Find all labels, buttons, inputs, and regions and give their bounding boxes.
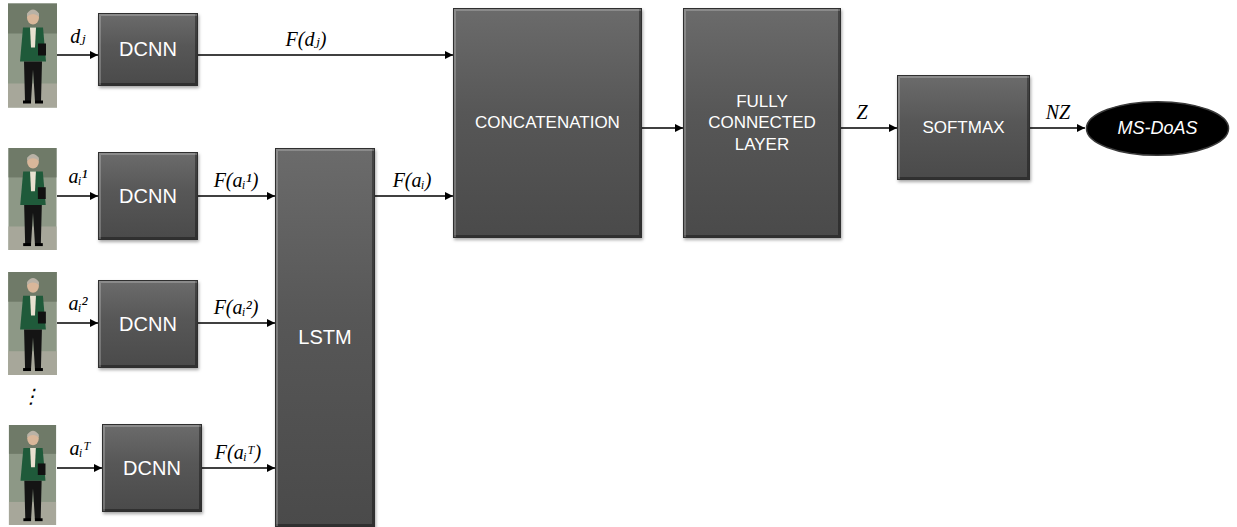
- arrow-connector: [375, 195, 453, 197]
- node-text: DCNN: [113, 37, 183, 62]
- node-text: CONCATENATION: [469, 112, 626, 133]
- arrow-connector: [202, 467, 275, 469]
- ellipse-shape: [1086, 102, 1228, 156]
- node-text: LSTM: [292, 325, 357, 350]
- arrow-connector: [1030, 127, 1085, 129]
- input-arrow: [57, 322, 98, 324]
- arrow-connector: [198, 54, 453, 56]
- input-arrow: [57, 195, 98, 197]
- lstm-box: LSTM: [275, 148, 375, 527]
- dcnn-box: DCNN: [102, 424, 202, 512]
- node-text: SOFTMAX: [916, 117, 1010, 138]
- dcnn-box: DCNN: [98, 13, 198, 86]
- edge-label: NZ: [1044, 101, 1072, 123]
- fully-connected-box: FULLY CONNECTED LAYER: [683, 8, 841, 238]
- node-text: DCNN: [113, 184, 183, 209]
- input-arrow: [57, 54, 98, 56]
- arrow-connector: [198, 322, 275, 324]
- node-text: FULLY CONNECTED LAYER: [684, 91, 840, 155]
- output-ellipse: MS-DoAS: [1085, 100, 1230, 157]
- input-label: aᵢ¹: [66, 165, 89, 187]
- edge-label: F(aᵢ): [391, 169, 434, 191]
- node-text: MS-DoAS: [1111, 117, 1203, 140]
- person-image: [9, 425, 56, 525]
- ellipsis-mark: ⋮: [19, 385, 43, 407]
- edge-label: F(aᵢᵀ): [213, 441, 263, 463]
- arrow-connector: [841, 127, 897, 129]
- edge-label: F(dⱼ): [284, 28, 329, 50]
- input-label: aᵢᵀ: [68, 437, 93, 459]
- input-label: dⱼ: [68, 25, 87, 47]
- dcnn-box: DCNN: [98, 280, 198, 368]
- edge-label: Z: [854, 101, 869, 123]
- person-image: [8, 148, 56, 250]
- edge-label: F(aᵢ²): [212, 296, 261, 318]
- person-image: [8, 272, 57, 375]
- person-image: [8, 4, 57, 108]
- concatenation-box: CONCATENATION: [453, 8, 642, 238]
- arrow-connector: [198, 195, 275, 197]
- input-label: aᵢ²: [66, 292, 89, 314]
- input-arrow: [57, 467, 102, 469]
- node-text: DCNN: [113, 312, 183, 337]
- node-text: DCNN: [117, 456, 187, 481]
- dcnn-box: DCNN: [98, 152, 198, 240]
- edge-label: F(aᵢ¹): [212, 169, 261, 191]
- arrow-connector: [642, 127, 683, 129]
- softmax-box: SOFTMAX: [897, 75, 1030, 180]
